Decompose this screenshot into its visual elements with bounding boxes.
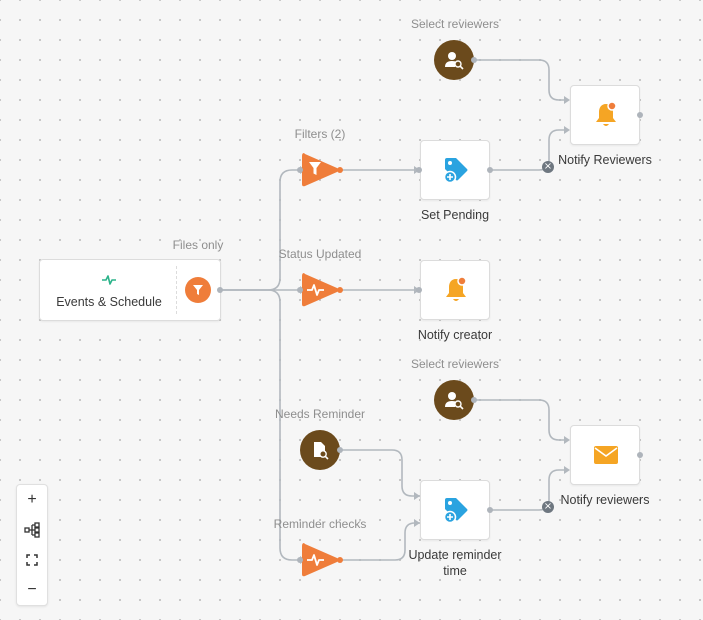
update-reminder-title: Update reminder time (390, 547, 520, 579)
trigger-filter-button[interactable] (185, 277, 211, 303)
update-reminder-output-handle[interactable] (487, 507, 493, 513)
update-reminder-node[interactable] (420, 480, 490, 540)
notify-reviewers-1-output-handle[interactable] (637, 112, 643, 118)
tag-plus-icon (443, 498, 468, 524)
file-search-icon (314, 442, 329, 460)
status-updated-label: Status Updated (278, 247, 362, 261)
funnel-icon (193, 285, 203, 295)
user-search-icon (445, 392, 464, 410)
set-pending-node[interactable] (420, 140, 490, 200)
canvas-controls: + − (16, 484, 48, 606)
edge-trigger-reminder (220, 289, 300, 561)
needs-reminder-node[interactable] (300, 430, 340, 470)
tree-layout-icon (24, 522, 40, 538)
reminder-checks-node[interactable] (300, 540, 340, 580)
close-icon[interactable]: × (542, 501, 554, 513)
select-reviewers-node-1[interactable] (434, 40, 474, 80)
activity-icon (102, 275, 116, 285)
status-output-handle[interactable] (337, 287, 343, 293)
user-search-icon (445, 52, 464, 70)
edge-trigger-filters (220, 169, 300, 291)
select-reviewers-2-output-handle[interactable] (471, 397, 477, 403)
reminder-checks-input-handle[interactable] (297, 557, 303, 563)
set-pending-input-handle[interactable] (416, 167, 422, 173)
set-pending-title: Set Pending (420, 208, 490, 222)
divider (176, 266, 177, 314)
envelope-icon (594, 446, 618, 464)
zoom-out-button[interactable]: − (27, 581, 37, 598)
bell-icon (446, 276, 467, 301)
notify-reviewers-node-2[interactable] (570, 425, 640, 485)
needs-reminder-label: Needs Reminder (274, 407, 366, 421)
filters-label: Filters (2) (294, 127, 346, 141)
notify-creator-title: Notify creator (417, 328, 493, 342)
events-schedule-title: Events & Schedule (56, 295, 162, 309)
notify-reviewers-title-2: Notify reviewers (560, 493, 650, 507)
update-reminder-title-line2: time (443, 564, 467, 578)
events-schedule-node[interactable]: Events & Schedule (39, 259, 221, 321)
filters-input-handle[interactable] (297, 167, 303, 173)
select-reviewers-1-output-handle[interactable] (471, 57, 477, 63)
events-output-handle[interactable] (217, 287, 223, 293)
activity-icon (307, 284, 324, 296)
filters-node[interactable] (300, 150, 340, 190)
set-pending-output-handle[interactable] (487, 167, 493, 173)
update-reminder-title-line1: Update reminder (408, 548, 502, 562)
reminder-checks-label: Reminder checks (273, 517, 367, 531)
notify-creator-input-handle[interactable] (416, 287, 422, 293)
filters-output-handle[interactable] (337, 167, 343, 173)
close-icon[interactable]: × (542, 161, 554, 173)
fit-view-icon (26, 554, 38, 566)
zoom-in-button[interactable]: + (27, 491, 37, 508)
activity-icon (307, 554, 324, 566)
funnel-icon (309, 162, 321, 175)
notify-reviewers-2-output-handle[interactable] (637, 452, 643, 458)
notify-creator-node[interactable] (420, 260, 490, 320)
tag-plus-icon (443, 158, 468, 184)
auto-layout-button[interactable] (17, 515, 47, 545)
status-input-handle[interactable] (297, 287, 303, 293)
select-reviewers-node-2[interactable] (434, 380, 474, 420)
select-reviewers-label-1: Select reviewers (410, 17, 500, 31)
edge-reviewers2-notify (474, 399, 566, 441)
select-reviewers-label-2: Select reviewers (410, 357, 500, 371)
reminder-checks-output-handle[interactable] (337, 557, 343, 563)
fit-view-button[interactable] (17, 545, 47, 575)
status-updated-node[interactable] (300, 270, 340, 310)
trigger-filter-label: Files only (172, 238, 224, 252)
bell-icon (596, 101, 617, 126)
needs-reminder-output-handle[interactable] (337, 447, 343, 453)
notify-reviewers-node-1[interactable] (570, 85, 640, 145)
notify-reviewers-title-1: Notify Reviewers (558, 153, 652, 167)
edge-reminder-update (340, 522, 420, 561)
edge-reviewers1-notify (474, 59, 566, 101)
edge-needsreminder-update (340, 449, 420, 497)
